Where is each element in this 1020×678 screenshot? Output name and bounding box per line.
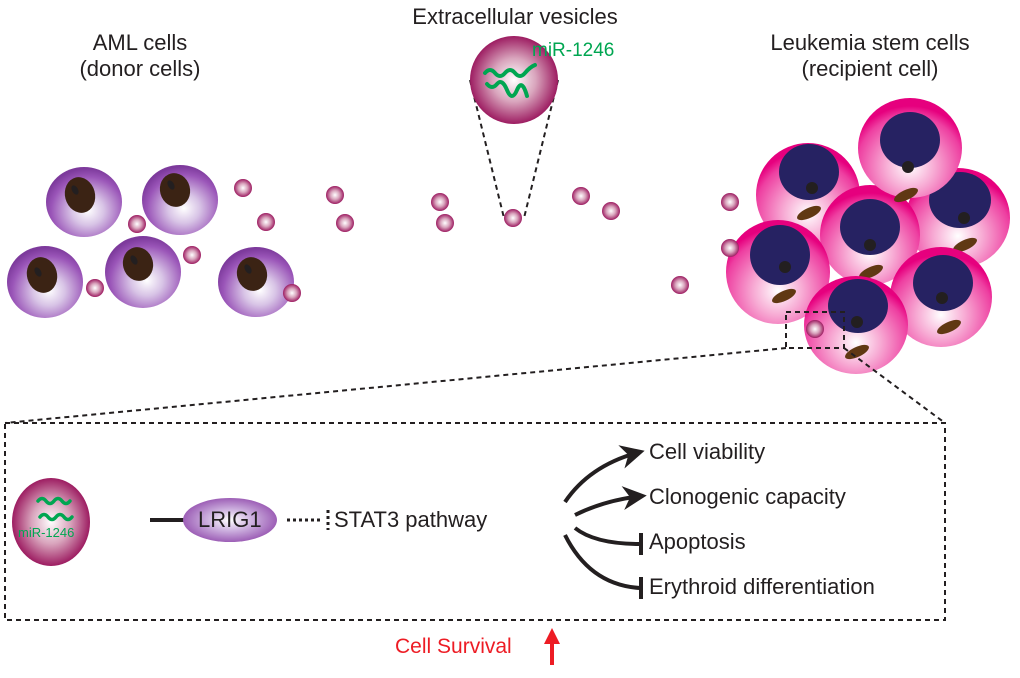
recipient-zoom-lines — [4, 311, 946, 424]
vesicle — [183, 246, 201, 264]
vesicle — [234, 179, 252, 197]
vesicle — [283, 284, 301, 302]
ev-vesicle-large — [470, 36, 558, 124]
donor-cell — [46, 167, 122, 237]
inhibit-arrow-apoptosis — [573, 526, 641, 546]
vesicles-group — [86, 179, 824, 338]
donor-title-line1: AML cells — [92, 30, 188, 55]
ev-enlarged — [470, 36, 558, 124]
mirna-strand-icon — [38, 512, 74, 522]
vesicle — [86, 279, 104, 297]
vesicle — [257, 213, 275, 231]
stat3-pathway-label: STAT3 pathway — [334, 507, 488, 532]
mirna-strand-icon — [36, 496, 72, 506]
outcome-erythroid-differentiation: Erythroid differentiation — [649, 574, 875, 599]
vesicle — [431, 193, 449, 211]
vesicle — [572, 187, 590, 205]
recipient-cell — [858, 98, 962, 203]
donor-cells-group — [7, 165, 294, 318]
outcome-clonogenic-capacity: Clonogenic capacity — [649, 484, 846, 509]
donor-cell — [142, 165, 218, 235]
recipient-title-line1: Leukemia stem cells — [770, 30, 970, 55]
vesicle — [504, 209, 522, 227]
vesicle — [336, 214, 354, 232]
lrig1-node — [183, 498, 277, 542]
outcome-apoptosis: Apoptosis — [649, 529, 746, 554]
recipient-cells-group — [726, 98, 1010, 374]
outcome-cell-viability: Cell viability — [649, 439, 766, 464]
promote-arrow-clonogenic — [574, 486, 647, 517]
mirna-label: miR-1246 — [18, 525, 75, 540]
donor-title: AML cells (donor cells) — [40, 30, 240, 82]
vesicle — [128, 215, 146, 233]
recipient-cell — [797, 185, 920, 285]
outcome-arrows — [563, 445, 647, 599]
vesicle — [326, 186, 344, 204]
vesicle — [806, 320, 824, 338]
vesicle — [602, 202, 620, 220]
mirna-vesicle — [12, 478, 90, 566]
vesicle — [671, 276, 689, 294]
mirna-strand-icon — [485, 80, 529, 98]
vesicle — [436, 214, 454, 232]
recipient-title-line2: (recipient cell) — [801, 56, 939, 81]
inhibit-arrow-erythroid — [563, 534, 641, 590]
cell-survival-label: Cell Survival — [395, 635, 512, 658]
indirect-link — [287, 510, 330, 530]
ev-cargo-label: miR-1246 — [532, 40, 615, 61]
recipient-cell — [726, 220, 830, 324]
donor-title-line2: (donor cells) — [79, 56, 201, 81]
donor-cell — [7, 246, 83, 318]
donor-cell — [218, 247, 294, 317]
pathway-box — [4, 422, 946, 621]
mirna-strand-icon — [483, 63, 537, 78]
recipient-title: Leukemia stem cells (recipient cell) — [720, 30, 1020, 82]
donor-cell — [105, 236, 181, 308]
vesicle — [721, 239, 739, 257]
increase-arrow-icon — [544, 628, 560, 665]
vesicle — [721, 193, 739, 211]
recipient-cell — [890, 247, 992, 347]
promote-arrow-cell-viability — [563, 445, 645, 504]
lrig1-label: LRIG1 — [198, 507, 262, 532]
ev-zoom-lines — [469, 79, 559, 219]
ev-title: Extracellular vesicles — [412, 4, 618, 29]
